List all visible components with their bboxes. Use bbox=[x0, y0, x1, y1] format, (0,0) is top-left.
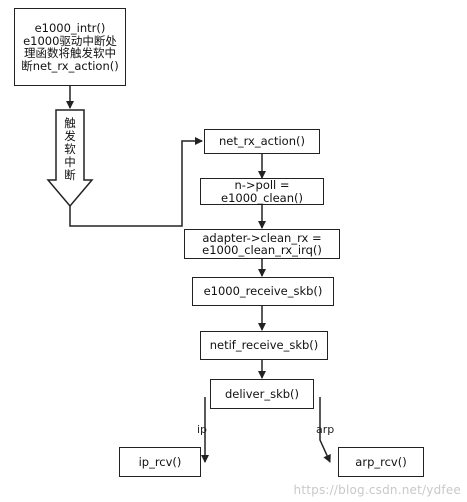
edge-softirq-to-net-rx-action bbox=[69, 137, 203, 227]
node-e1000-intr: e1000_intr() e1000驱动中断处 理函数将触发软中 断net_rx… bbox=[14, 8, 126, 86]
node-ip-rcv: ip_rcv() bbox=[119, 447, 201, 477]
node-arp-rcv: arp_rcv() bbox=[338, 447, 424, 477]
softirq-block-arrow bbox=[46, 109, 94, 208]
edge-label-softirq: 触发软中断 bbox=[64, 116, 76, 182]
edge-label-arp: arp bbox=[316, 423, 335, 436]
node-e1000-receive-skb: e1000_receive_skb() bbox=[192, 277, 334, 306]
node-clean-rx: adapter->clean_rx = e1000_clean_rx_irq() bbox=[184, 229, 340, 259]
edge-label-ip: ip bbox=[197, 423, 208, 436]
node-deliver-skb: deliver_skb() bbox=[210, 379, 314, 409]
edge-deliver-to-arp-rcv bbox=[319, 397, 331, 463]
node-poll: n->poll = e1000_clean() bbox=[200, 178, 324, 205]
node-netif-receive-skb: netif_receive_skb() bbox=[200, 331, 328, 360]
node-net-rx-action: net_rx_action() bbox=[204, 129, 320, 154]
watermark: https://blog.csdn.net/ydfee bbox=[293, 483, 461, 497]
